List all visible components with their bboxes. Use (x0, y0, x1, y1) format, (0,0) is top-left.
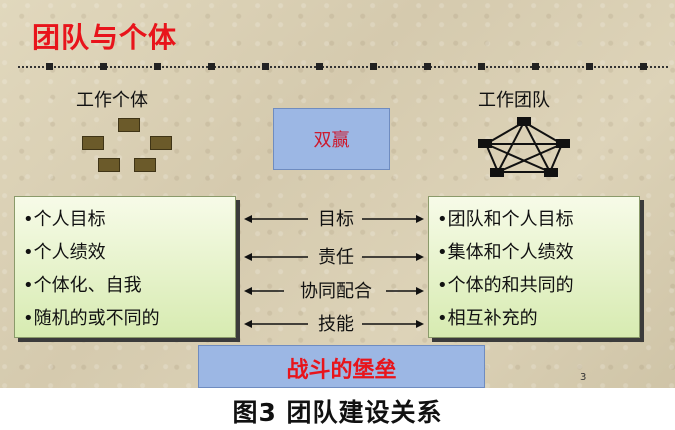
divider-dot (370, 63, 377, 70)
divider-dot (532, 63, 539, 70)
individual-label: 工作个体 (76, 90, 148, 111)
team-trait: •集体和个人绩效 (437, 242, 574, 263)
win-win-label: 双赢 (313, 130, 350, 151)
slide-page-number: 3 (580, 372, 587, 383)
divider-dot (316, 63, 323, 70)
double-arrow (244, 253, 424, 261)
relation-label: 责任 (318, 247, 354, 268)
divider-dot (586, 63, 593, 70)
win-win-box: 双赢 (273, 108, 390, 170)
team-trait: •相互补充的 (437, 308, 538, 329)
individual-block (134, 158, 156, 172)
fortress-banner: 战斗的堡垒 (198, 345, 485, 388)
team-traits-panel: •团队和个人目标 •集体和个人绩效 •个体的和共同的 •相互补充的 (428, 196, 640, 338)
team-network-icon (478, 117, 570, 177)
individual-block (118, 118, 140, 132)
double-arrow (244, 287, 424, 295)
divider-dot (100, 63, 107, 70)
relation-label: 协同配合 (300, 281, 372, 302)
double-arrow (244, 215, 424, 223)
team-trait: •个体的和共同的 (437, 275, 574, 296)
double-arrow (244, 320, 424, 328)
divider-rule (18, 66, 668, 68)
individual-trait: •随机的或不同的 (23, 308, 160, 329)
individual-trait: •个人目标 (23, 209, 106, 230)
slide: 团队与个体 工作个体 工作团队 (0, 0, 675, 388)
individual-block (150, 136, 172, 150)
divider-dot (46, 63, 53, 70)
team-label: 工作团队 (478, 90, 550, 111)
fortress-label: 战斗的堡垒 (286, 358, 397, 383)
divider-dot (640, 63, 647, 70)
relation-label: 目标 (318, 209, 354, 230)
individual-block (98, 158, 120, 172)
individual-block (82, 136, 104, 150)
divider-dot (154, 63, 161, 70)
figure-caption: 图3 团队建设关系 (232, 398, 443, 427)
divider-dot (262, 63, 269, 70)
team-trait: •团队和个人目标 (437, 209, 574, 230)
divider-dot (208, 63, 215, 70)
relation-label: 技能 (318, 314, 354, 335)
divider-dot (424, 63, 431, 70)
dotted-divider (18, 63, 668, 70)
individual-trait: •个体化、自我 (23, 275, 142, 296)
individual-trait: •个人绩效 (23, 242, 106, 263)
divider-dot (478, 63, 485, 70)
individual-traits-panel: •个人目标 •个人绩效 •个体化、自我 •随机的或不同的 (14, 196, 236, 338)
slide-title: 团队与个体 (32, 21, 178, 54)
